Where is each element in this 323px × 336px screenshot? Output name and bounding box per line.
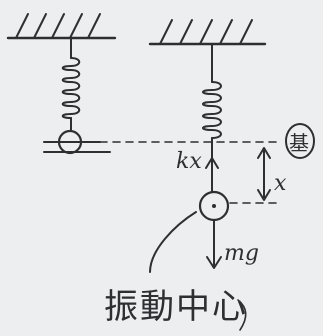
center-pointer	[149, 211, 197, 273]
weight-arrow	[206, 219, 222, 269]
right-mass	[198, 190, 230, 222]
displacement-label: x	[274, 171, 287, 196]
equilibrium-marker-circle	[285, 123, 315, 159]
left-mass	[43, 129, 111, 155]
left-ceiling	[6, 13, 117, 40]
equilibrium-marker-label: 基	[289, 131, 309, 155]
center-label: 振動中心	[104, 287, 248, 327]
displacement-arrow	[257, 147, 271, 201]
left-spring	[61, 37, 81, 131]
center-label-underline	[237, 299, 247, 331]
right-ceiling	[148, 19, 267, 46]
spring-force-label: kx	[176, 149, 202, 174]
weight-label: mg	[224, 241, 259, 266]
spring-force-arrow	[205, 157, 219, 193]
